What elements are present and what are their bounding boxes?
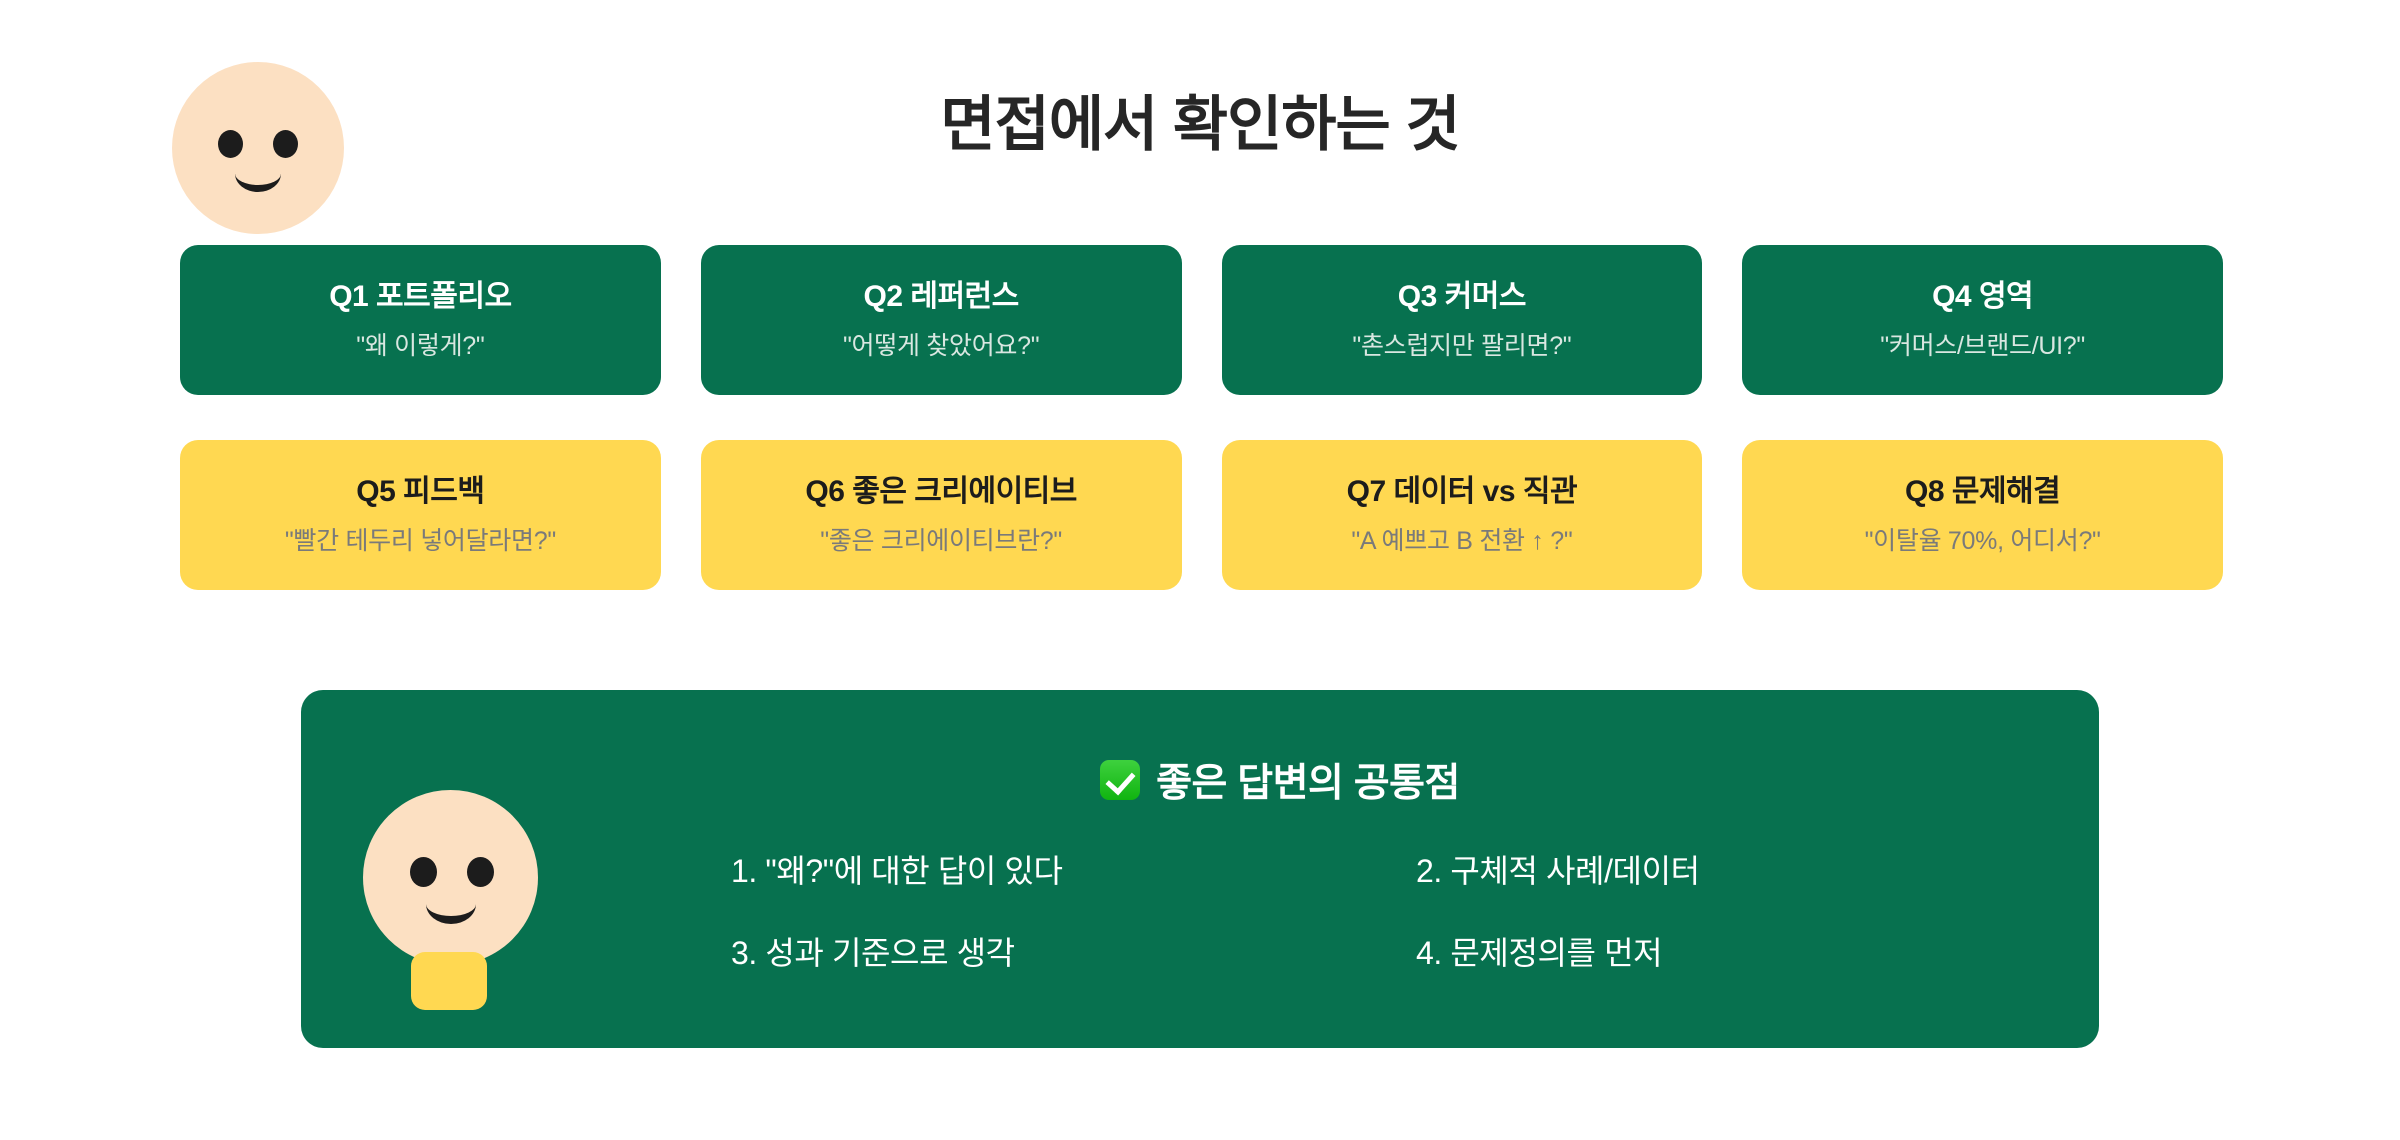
- question-card-subtitle: "빨간 테두리 넣어달라면?": [284, 527, 556, 555]
- question-card-subtitle: "좋은 크리에이티브란?": [820, 527, 1062, 555]
- question-card-q8[interactable]: Q8 문제해결 "이탈율 70%, 어디서?": [1742, 440, 2223, 590]
- summary-list: 1. "왜?"에 대한 답이 있다 2. 구체적 사례/데이터 3. 성과 기준…: [731, 852, 2021, 973]
- question-card-q2[interactable]: Q2 레퍼런스 "어떻게 찾았어요?": [700, 245, 1182, 395]
- question-card-subtitle: "커머스/브랜드/UI?": [1880, 332, 2085, 360]
- list-item: 2. 구체적 사례/데이터: [1416, 853, 1700, 889]
- question-card-title: Q1 포트폴리오: [329, 280, 512, 313]
- question-card-title: Q8 문제해결: [1904, 475, 2061, 508]
- question-card-q5[interactable]: Q5 피드백 "빨간 테두리 넣어달라면?": [180, 440, 661, 590]
- smile-mouth-icon: [235, 170, 281, 192]
- question-card-subtitle: "이탈율 70%, 어디서?": [1864, 527, 2101, 555]
- mascot-body-shape: [411, 952, 487, 1010]
- question-card-subtitle: "어떻게 찾았어요?": [842, 332, 1040, 360]
- white-heavy-check-mark-icon: [1100, 760, 1141, 800]
- summary-title: 좋은 답변의 공통점: [461, 752, 2099, 808]
- left-eye-icon: [218, 130, 243, 158]
- question-card-title: Q6 좋은 크리에이티브: [805, 475, 1077, 508]
- question-card-title: Q4 영역: [1932, 280, 2034, 313]
- question-card-q4[interactable]: Q4 영역 "커머스/브랜드/UI?": [1742, 245, 2223, 395]
- list-item: 4. 문제정의를 먼저: [1416, 935, 1663, 972]
- question-card-title: Q5 피드백: [356, 475, 485, 508]
- question-card-subtitle: "왜 이렇게?": [356, 332, 485, 360]
- list-item: 3. 성과 기준으로 생각: [731, 935, 1015, 972]
- summary-title-text: 좋은 답변의 공통점: [1156, 762, 1460, 805]
- question-card-title: Q7 데이터 vs 직관: [1346, 475, 1578, 508]
- question-card-subtitle: "촌스럽지만 팔리면?": [1352, 332, 1572, 360]
- question-card-q1[interactable]: Q1 포트폴리오 "왜 이렇게?": [180, 245, 661, 395]
- question-card-grid: Q1 포트폴리오 "왜 이렇게?" Q2 레퍼런스 "어떻게 찾았어요?" Q3…: [180, 245, 2223, 590]
- question-card-subtitle: "A 예쁘고 B 전환 ↑ ?": [1351, 527, 1573, 555]
- question-card-q6[interactable]: Q6 좋은 크리에이티브 "좋은 크리에이티브란?": [700, 440, 1182, 590]
- question-card-q3[interactable]: Q3 커머스 "촌스럽지만 팔리면?": [1221, 245, 1703, 395]
- question-card-title: Q2 레퍼런스: [863, 280, 1019, 313]
- right-eye-icon: [273, 130, 298, 158]
- question-card-q7[interactable]: Q7 데이터 vs 직관 "A 예쁘고 B 전환 ↑ ?": [1221, 440, 1703, 590]
- summary-panel: 좋은 답변의 공통점 1. "왜?"에 대한 답이 있다 2. 구체적 사례/데…: [301, 690, 2099, 1048]
- smiley-face-icon: [363, 790, 538, 965]
- question-card-title: Q3 커머스: [1397, 280, 1527, 313]
- list-item: 1. "왜?"에 대한 답이 있다: [731, 853, 1063, 889]
- left-eye-icon: [410, 857, 437, 887]
- page-title: 면접에서 확인하는 것: [940, 91, 1460, 158]
- right-eye-icon: [467, 857, 494, 887]
- smiley-face-icon: [172, 62, 344, 234]
- smile-mouth-icon: [426, 900, 476, 924]
